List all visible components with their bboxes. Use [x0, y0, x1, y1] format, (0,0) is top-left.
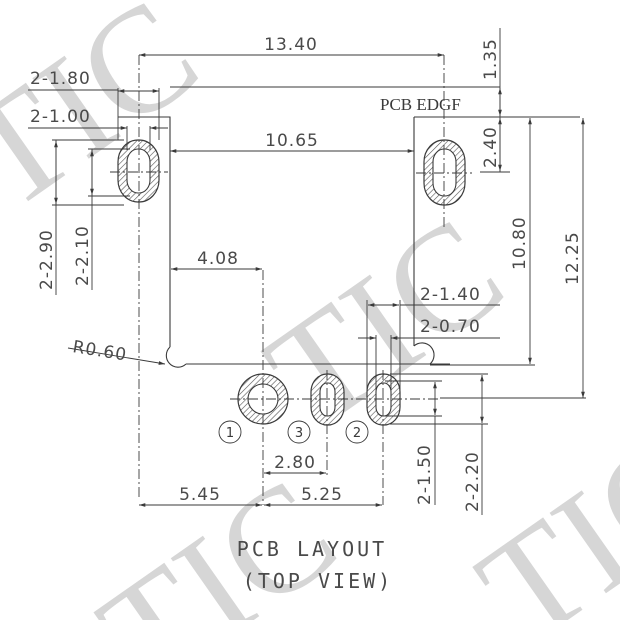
svg-text:12.25: 12.25: [563, 231, 583, 285]
svg-text:2-1.00: 2-1.00: [30, 107, 91, 127]
svg-text:10.65: 10.65: [265, 131, 319, 151]
dim-pin-inner-width: 2-0.70: [358, 317, 500, 390]
dim-radius: R0.60: [67, 337, 166, 365]
pcb-outline: [118, 86, 580, 368]
svg-text:10.80: 10.80: [510, 216, 530, 270]
dim-pin-outer-height: 2-2.20: [390, 373, 488, 515]
svg-text:2-1.40: 2-1.40: [420, 285, 481, 305]
drawing-title: PCB LAYOUT: [237, 537, 387, 561]
svg-text:2-2.20: 2-2.20: [463, 451, 483, 512]
dim-pin-inner-height: 2-1.50: [385, 380, 442, 505]
mounting-slot-right: [416, 55, 472, 228]
svg-text:3: 3: [295, 426, 303, 441]
pin-label-3: 3: [287, 420, 311, 444]
svg-text:2: 2: [353, 426, 361, 441]
pcb-edge-label: PCB EDGF: [380, 95, 461, 114]
svg-text:R0.60: R0.60: [71, 337, 128, 365]
dim-edge-to-pin1: 5.45: [139, 485, 262, 507]
dim-edge-to-slot: 2.40: [480, 118, 510, 173]
svg-text:2.80: 2.80: [274, 453, 316, 473]
svg-text:4.08: 4.08: [197, 249, 239, 269]
svg-text:1: 1: [226, 426, 234, 441]
pin-label-1: 1: [218, 420, 242, 444]
drawing-subtitle: (TOP VIEW): [243, 569, 393, 593]
dim-mount-pitch: 10.65: [170, 131, 414, 153]
pin-label-2: 2: [345, 420, 369, 444]
svg-text:5.25: 5.25: [301, 485, 343, 505]
dim-pin-outer-width: 2-1.40: [366, 285, 500, 400]
dim-pin1-offset: 4.08: [171, 249, 262, 271]
svg-text:1.35: 1.35: [481, 38, 501, 80]
dim-pin1-to-pin3: 2.80: [264, 453, 326, 475]
svg-text:2-1.80: 2-1.80: [30, 69, 91, 89]
svg-text:2-0.70: 2-0.70: [420, 317, 481, 337]
svg-text:2-2.10: 2-2.10: [73, 225, 93, 286]
svg-text:2-1.50: 2-1.50: [415, 444, 435, 505]
mounting-slot-left: [110, 55, 168, 500]
svg-text:2.40: 2.40: [481, 126, 501, 168]
svg-text:5.45: 5.45: [179, 485, 221, 505]
pin-3: [310, 373, 345, 426]
dim-slot-inner-width: 2-1.00: [28, 107, 168, 150]
svg-text:2-2.90: 2-2.90: [37, 229, 57, 290]
dim-height-1080: 10.80: [430, 118, 535, 366]
dim-slot-inner-height: 2-2.10: [73, 148, 130, 290]
dim-height-1225: 12.25: [440, 118, 586, 399]
dim-overall-width: 13.40: [139, 35, 444, 57]
dim-slot-outer-height: 2-2.90: [37, 139, 124, 295]
pin-2: [366, 373, 401, 426]
dim-pin1-to-pin2: 5.25: [264, 485, 382, 507]
dim-slot-outer-width: 2-1.80: [28, 69, 160, 140]
svg-text:13.40: 13.40: [264, 35, 318, 55]
